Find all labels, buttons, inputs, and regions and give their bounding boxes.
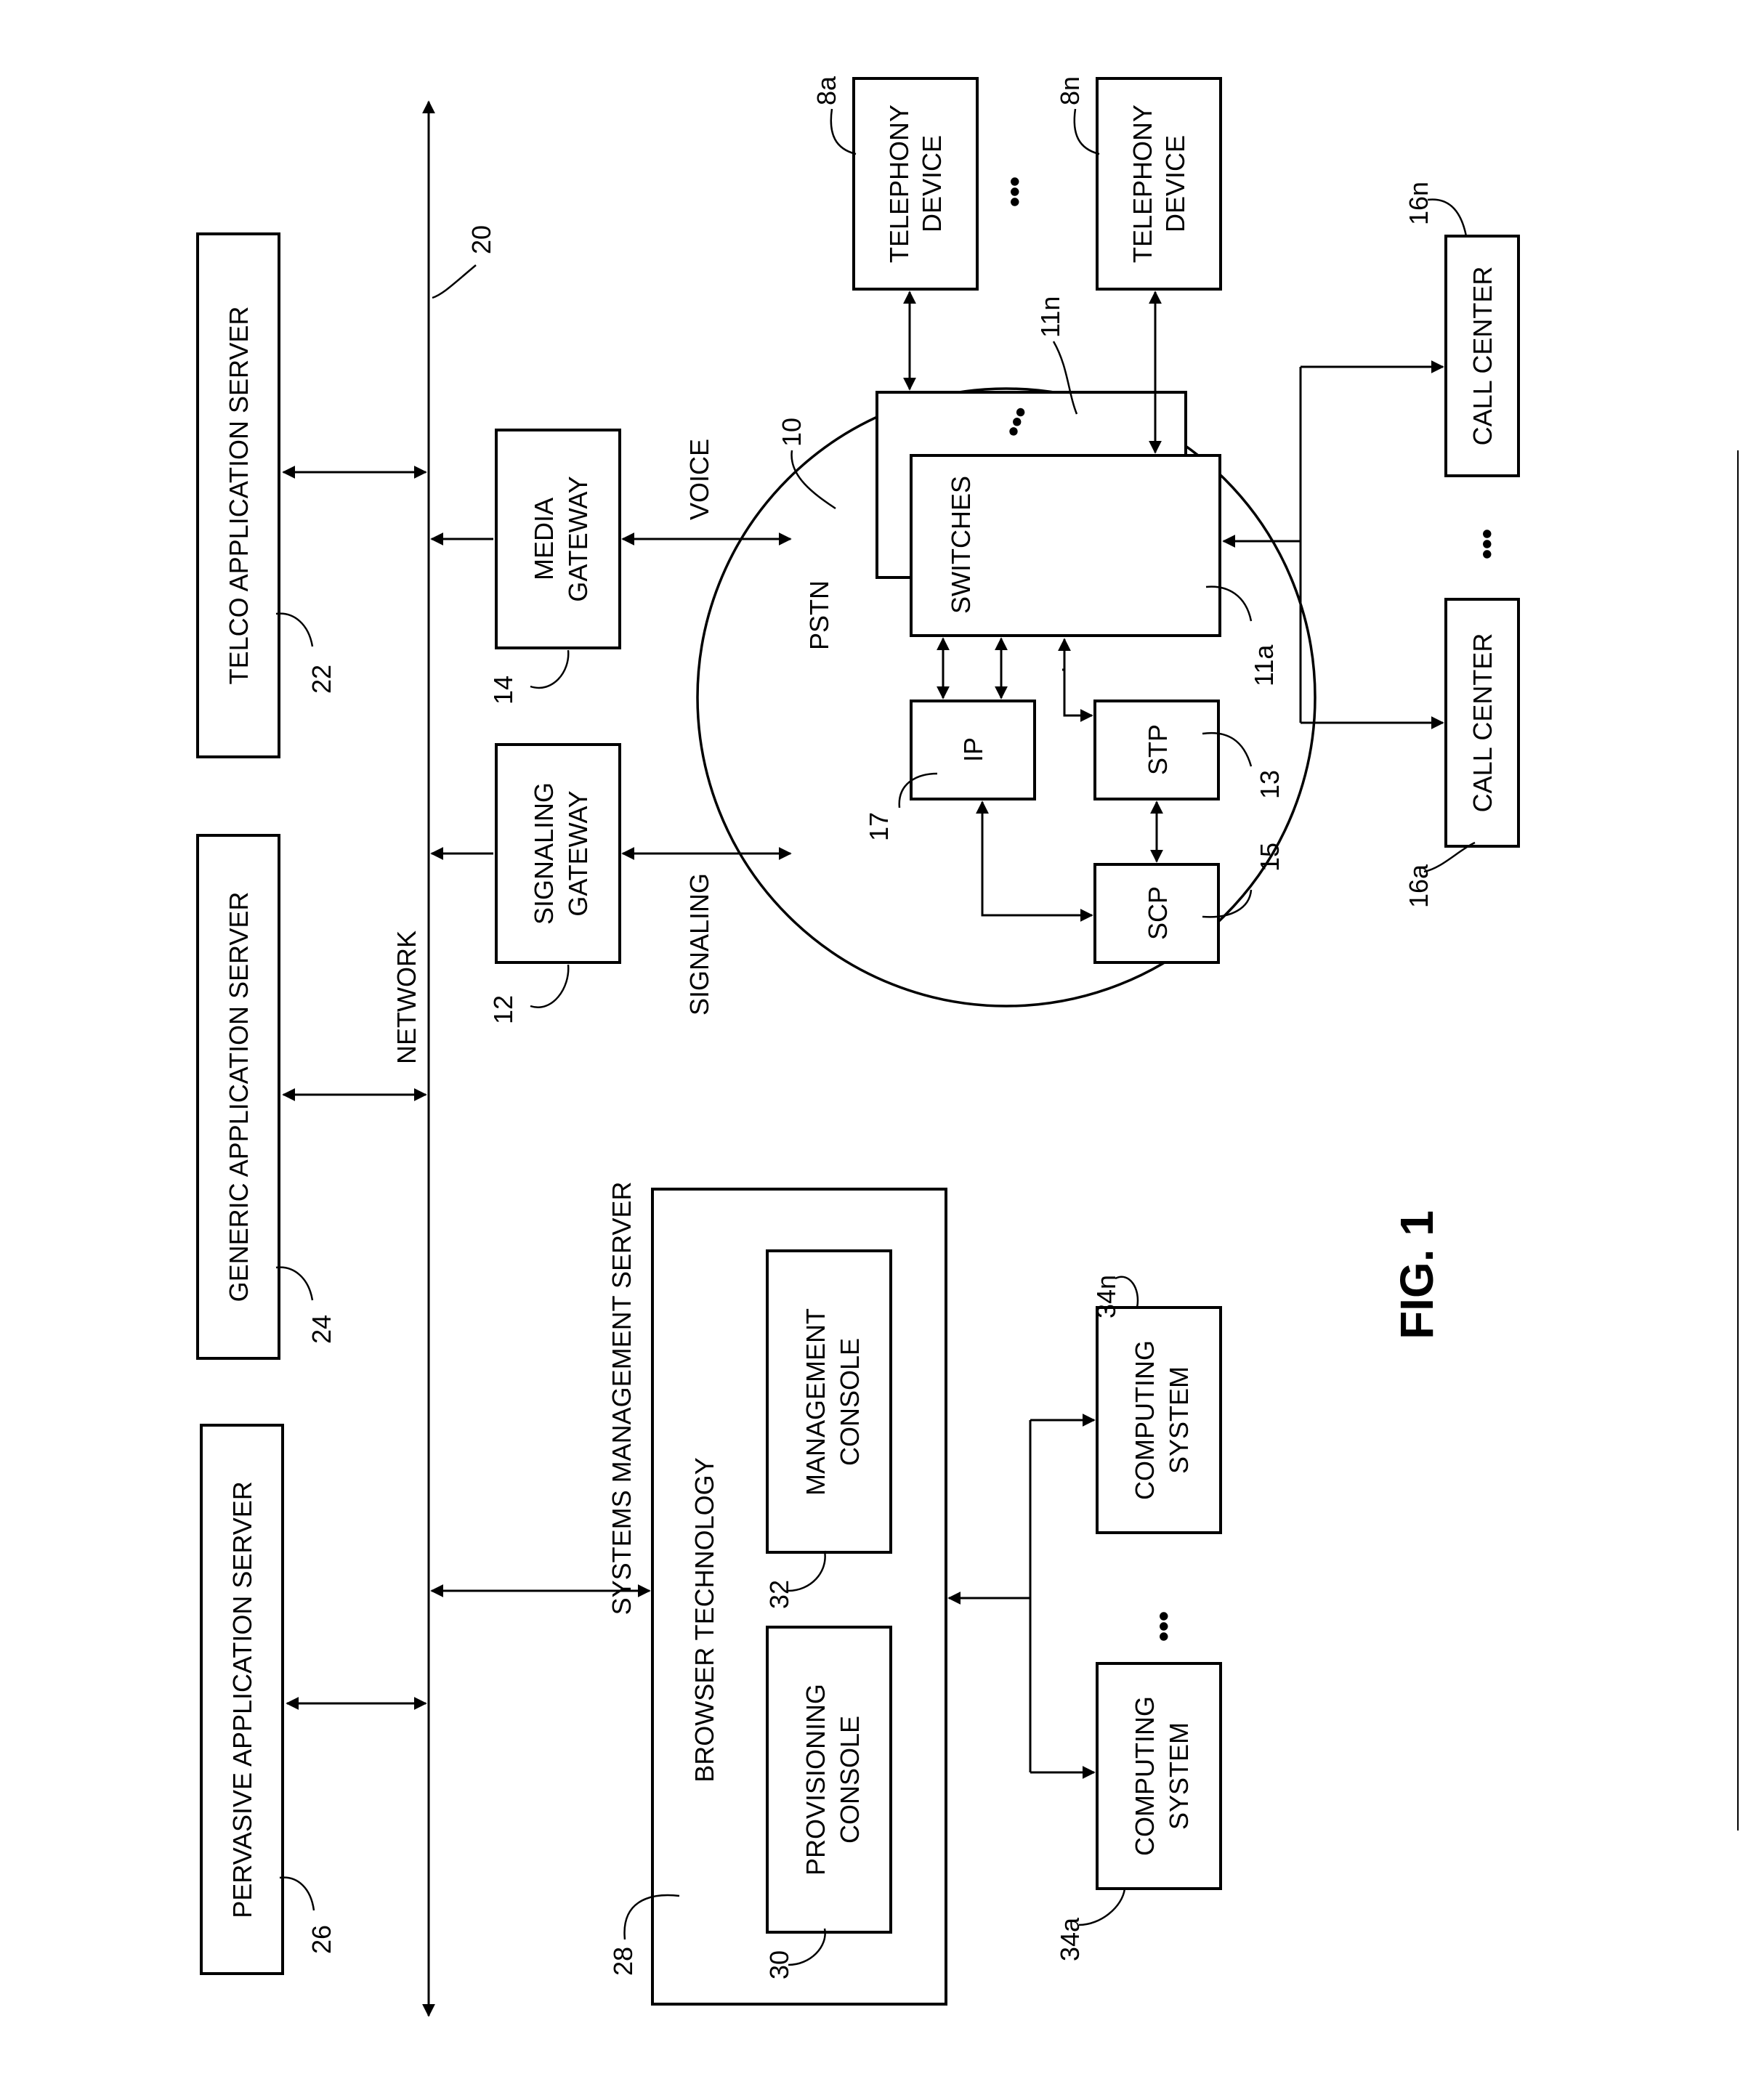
pervasive-ref-leader <box>280 1878 314 1910</box>
network-ref: 20 <box>466 225 496 254</box>
switches-label: SWITCHES <box>946 476 976 614</box>
signaling-label: SIGNALING <box>684 873 714 1015</box>
media-gateway-ref-leader <box>530 650 568 688</box>
telephony-device-n <box>1097 78 1221 289</box>
ip-label: IP <box>958 737 988 762</box>
signaling-gateway-line1: SIGNALING <box>529 782 559 925</box>
pstn-label: PSTN <box>804 580 834 650</box>
telco-server-ref: 22 <box>307 665 336 694</box>
browser-technology-label: BROWSER TECHNOLOGY <box>689 1457 719 1782</box>
media-gateway-line1: MEDIA <box>529 498 559 580</box>
stp-switch-link <box>1062 670 1092 715</box>
scp-label: SCP <box>1143 886 1173 940</box>
stp-label: STP <box>1143 724 1173 775</box>
scp-ref: 15 <box>1255 843 1285 872</box>
generic-server-ref: 24 <box>307 1315 336 1344</box>
signaling-gateway-ref: 12 <box>488 995 518 1024</box>
management-console-line2: CONSOLE <box>835 1338 865 1466</box>
voice-label: VOICE <box>684 439 714 520</box>
telephony-device-n-ref: 8n <box>1055 76 1085 105</box>
media-gateway-ref: 14 <box>488 676 518 705</box>
telephony-device-a <box>854 78 977 289</box>
pstn-ref: 10 <box>777 418 806 447</box>
call-center-a-label: CALL CENTER <box>1468 633 1497 813</box>
computing-ellipsis: ••• <box>1148 1611 1180 1642</box>
telephony-device-a-ref: 8a <box>812 76 841 105</box>
signaling-gateway-ref-leader <box>530 965 568 1008</box>
provisioning-console-line1: PROVISIONING <box>801 1684 830 1876</box>
network-label: NETWORK <box>392 931 421 1064</box>
ip-ref: 17 <box>864 812 894 841</box>
computing-system-a-ref: 34a <box>1055 1917 1085 1961</box>
call-center-n-ref: 16n <box>1404 182 1433 225</box>
network-ref-leader <box>432 265 476 298</box>
telephony-device-a-line2: DEVICE <box>917 135 947 232</box>
stp-ref: 13 <box>1255 770 1285 799</box>
systems-mgmt-label: SYSTEMS MANAGEMENT SERVER <box>607 1182 636 1615</box>
telephony-device-n-line2: DEVICE <box>1160 135 1190 232</box>
systems-mgmt-ref: 28 <box>608 1947 638 1976</box>
callcenter-ellipsis: ••• <box>1471 529 1503 559</box>
signaling-gateway-line2: GATEWAY <box>563 790 593 916</box>
telephony-device-a-leader <box>831 109 856 154</box>
computing-system-n-line1: COMPUTING <box>1130 1340 1160 1500</box>
media-gateway-line2: GATEWAY <box>563 476 593 601</box>
telco-ref-leader <box>276 614 312 646</box>
switches-ref-a: 11a <box>1249 644 1279 686</box>
switches-ref-n: 11n <box>1035 296 1065 338</box>
telephony-device-n-leader <box>1075 109 1099 154</box>
computing-system-a-line1: COMPUTING <box>1130 1696 1160 1856</box>
computing-system-a-line2: SYSTEM <box>1164 1722 1194 1830</box>
pervasive-server-ref: 26 <box>307 1925 336 1954</box>
figure-label: FIG. 1 <box>1391 1210 1443 1339</box>
computing-system-a-leader <box>1079 1889 1125 1925</box>
computing-system-n-line2: SYSTEM <box>1164 1366 1194 1474</box>
telephony-device-n-line1: TELEPHONY <box>1128 105 1157 263</box>
generic-server-label: GENERIC APPLICATION SERVER <box>224 892 254 1302</box>
pstn-ref-leader <box>792 450 836 508</box>
computing-system-n-ref: 34n <box>1091 1275 1121 1318</box>
management-console-line1: MANAGEMENT <box>801 1308 830 1496</box>
call-center-n-label: CALL CENTER <box>1468 267 1497 446</box>
pervasive-server-label: PERVASIVE APPLICATION SERVER <box>227 1481 257 1918</box>
telephony-device-a-line1: TELEPHONY <box>884 105 914 263</box>
management-console-ref: 32 <box>764 1580 794 1609</box>
provisioning-console-line2: CONSOLE <box>835 1716 865 1844</box>
generic-ref-leader <box>276 1268 312 1300</box>
ip-scp-link <box>982 802 1092 915</box>
telephony-ellipsis: ••• <box>999 177 1031 207</box>
telco-server-label: TELCO APPLICATION SERVER <box>224 307 254 685</box>
